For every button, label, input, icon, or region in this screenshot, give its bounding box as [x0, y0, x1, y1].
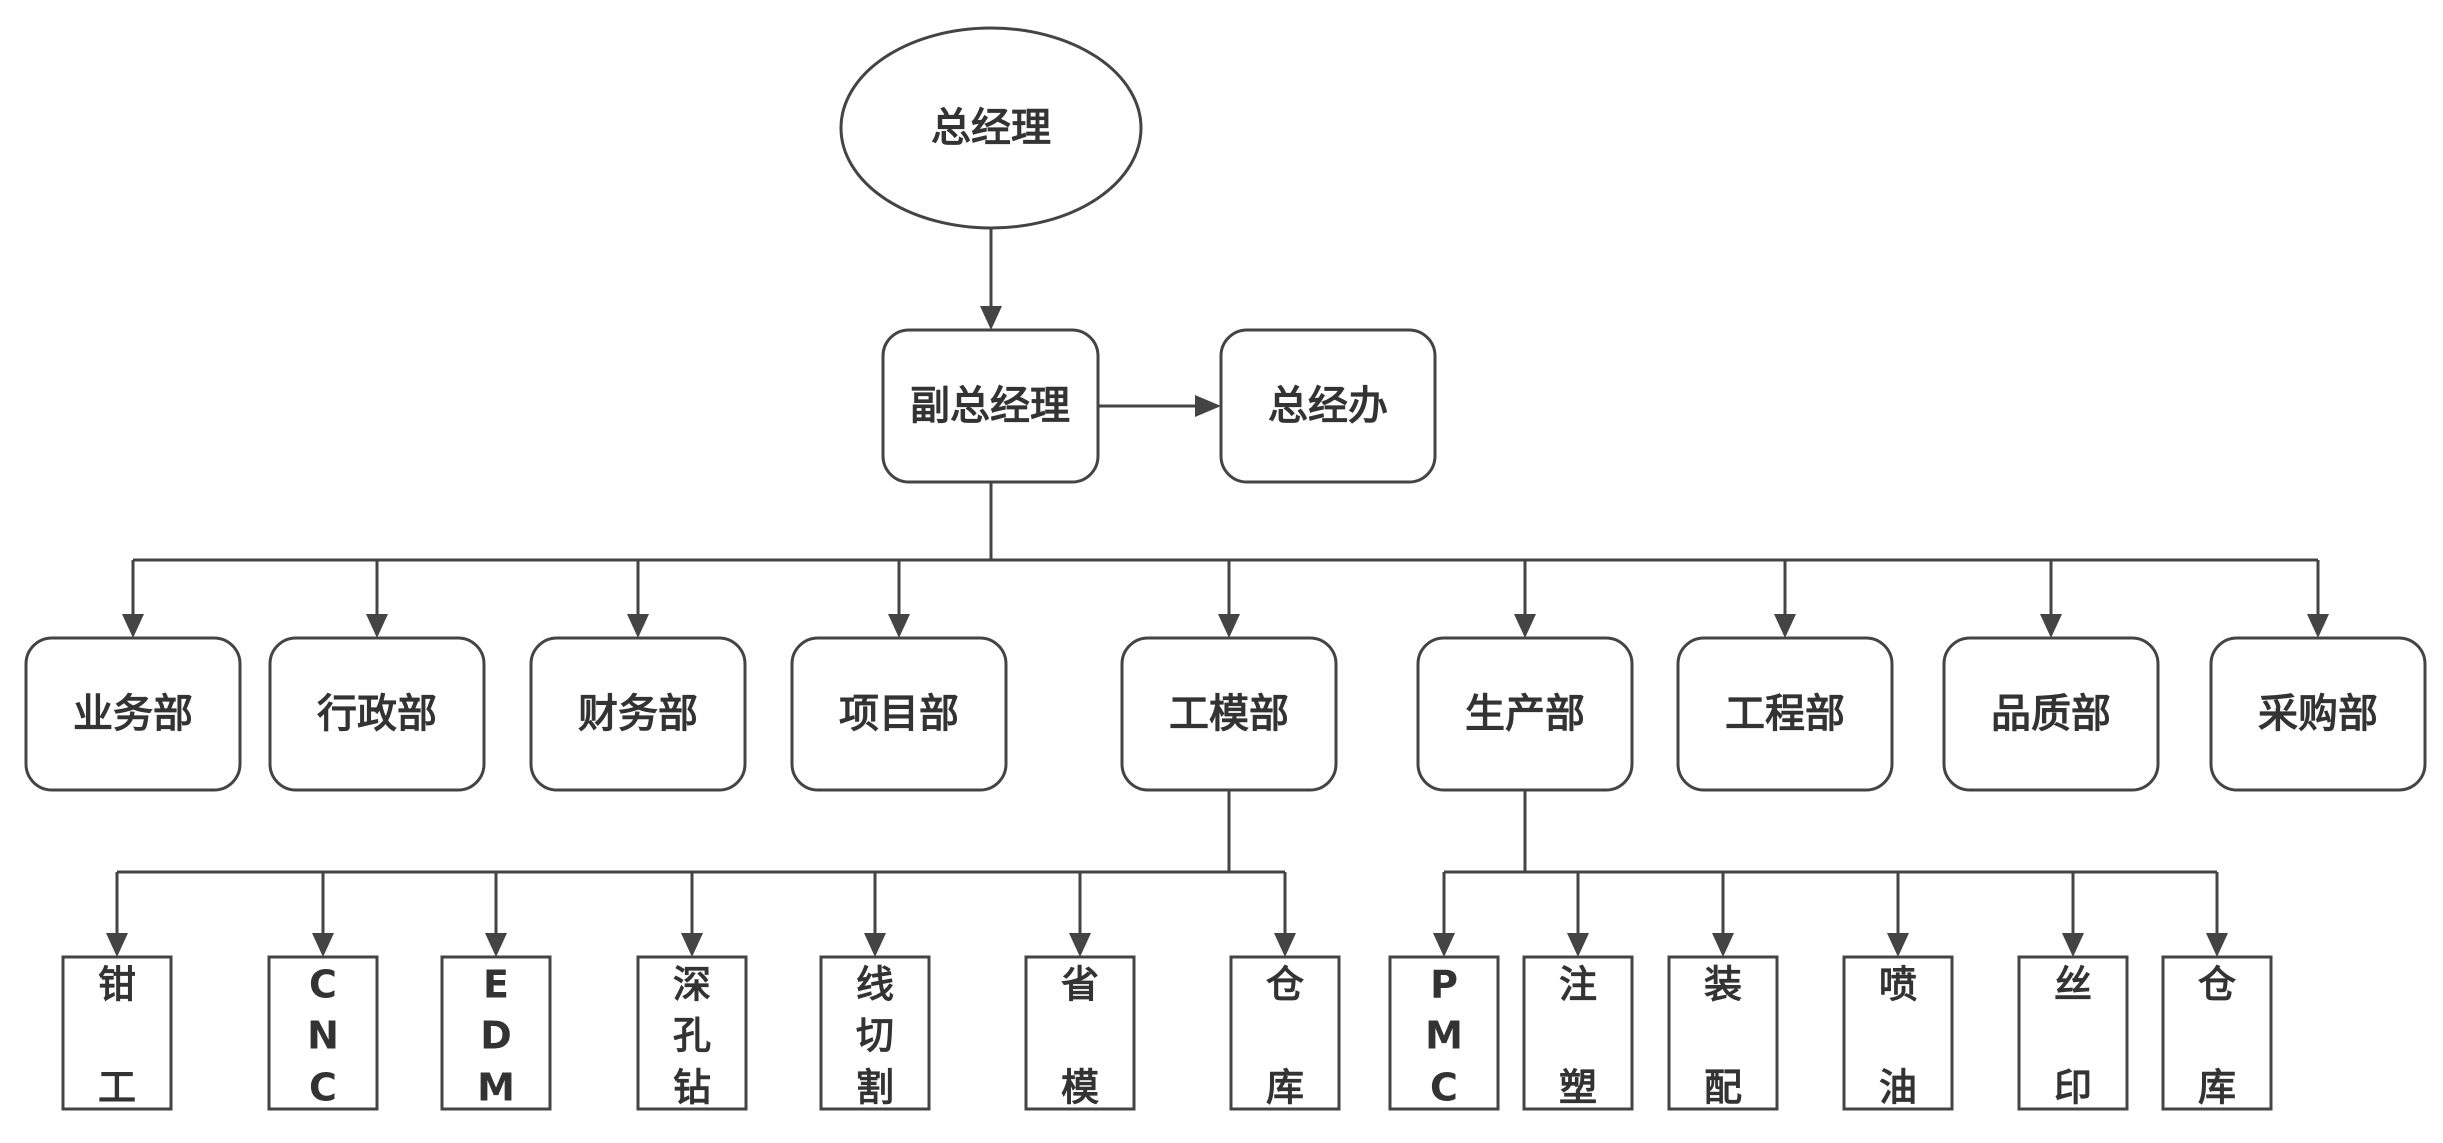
department-node: 行政部 — [268, 636, 486, 792]
department-label: 行政部 — [317, 691, 437, 737]
department-arrow — [122, 614, 144, 638]
tooling-unit-char: C — [309, 963, 337, 1007]
production-arrow — [1433, 933, 1455, 957]
tooling-unit-char: C — [309, 1066, 337, 1110]
department-arrow — [627, 614, 649, 638]
tooling-unit-char: N — [307, 1014, 339, 1058]
department-arrow — [366, 614, 388, 638]
tooling-unit: CNC — [267, 955, 379, 1111]
tooling-unit-char: 孔 — [673, 1014, 711, 1058]
tooling-unit-char: 线 — [856, 963, 894, 1007]
deputy-label: 副总经理 — [910, 383, 1070, 429]
production-arrow — [2062, 933, 2084, 957]
tooling-unit: 仓库 — [1229, 955, 1341, 1111]
ceo-label: 总经理 — [931, 105, 1051, 151]
office-node: 总经办 — [1219, 328, 1437, 484]
department-arrow — [2307, 614, 2329, 638]
tooling-arrow — [1069, 933, 1091, 957]
ceo-to-deputy-arrow — [980, 306, 1002, 330]
tooling-unit: 钳工 — [61, 955, 173, 1111]
department-label: 工模部 — [1169, 691, 1289, 737]
production-unit-char: 喷 — [1879, 963, 1917, 1007]
department-row: 业务部 行政部 财务部 项目部 工模部 生产部 工程部 品质部 采购部 — [24, 636, 2427, 792]
production-arrow — [1567, 933, 1589, 957]
deputy-node: 副总经理 — [881, 328, 1100, 484]
department-label: 生产部 — [1465, 691, 1585, 737]
production-unit-char: 塑 — [1559, 1066, 1597, 1110]
production-arrow — [1712, 933, 1734, 957]
tooling-arrow — [485, 933, 507, 957]
connectors — [106, 228, 2329, 957]
tooling-unit: 线切割 — [819, 955, 931, 1111]
production-unit-char: 注 — [1559, 963, 1597, 1007]
tooling-unit-char: E — [483, 963, 509, 1007]
production-unit-char: 印 — [2054, 1066, 2092, 1110]
production-unit-char: C — [1430, 1066, 1458, 1110]
department-label: 工程部 — [1725, 691, 1845, 737]
department-label: 采购部 — [2258, 691, 2378, 737]
tooling-unit-char: 割 — [856, 1066, 894, 1110]
tooling-arrow — [1274, 933, 1296, 957]
department-node: 采购部 — [2209, 636, 2427, 792]
department-node: 项目部 — [790, 636, 1008, 792]
department-arrow — [888, 614, 910, 638]
tooling-unit-char: 切 — [856, 1014, 894, 1058]
tooling-unit-char: D — [480, 1014, 512, 1058]
tooling-unit-char: 深 — [673, 963, 711, 1007]
tooling-unit-char: 钻 — [673, 1066, 711, 1110]
department-node: 财务部 — [529, 636, 747, 792]
production-unit: 仓库 — [2161, 955, 2273, 1111]
department-arrow — [1218, 614, 1240, 638]
department-node: 工模部 — [1120, 636, 1338, 792]
tooling-unit-char: 工 — [98, 1066, 136, 1110]
department-node: 生产部 — [1416, 636, 1634, 792]
production-unit-char: 库 — [2198, 1066, 2236, 1110]
department-arrow — [2040, 614, 2062, 638]
department-label: 财务部 — [578, 691, 698, 737]
ceo-node: 总经理 — [839, 26, 1143, 230]
production-arrow — [2206, 933, 2228, 957]
department-label: 项目部 — [839, 691, 959, 737]
office-label: 总经办 — [1268, 383, 1388, 429]
tooling-unit: 深孔钻 — [636, 955, 748, 1111]
department-arrow — [1514, 614, 1536, 638]
department-arrow — [1774, 614, 1796, 638]
tooling-unit-char: 库 — [1266, 1066, 1304, 1110]
department-label: 品质部 — [1991, 691, 2111, 737]
tooling-arrow — [864, 933, 886, 957]
production-unit-char: 仓 — [2198, 963, 2237, 1007]
department-node: 品质部 — [1942, 636, 2160, 792]
tooling-unit: 省模 — [1024, 955, 1136, 1111]
department-label: 业务部 — [73, 691, 193, 737]
tooling-arrow — [312, 933, 334, 957]
production-unit-char: M — [1425, 1014, 1463, 1058]
deputy-to-office-arrow — [1195, 395, 1221, 417]
production-unit-char: 油 — [1879, 1066, 1917, 1110]
production-unit: PMC — [1388, 955, 1500, 1111]
tooling-unit: EDM — [440, 955, 552, 1111]
production-unit: 装配 — [1667, 955, 1779, 1111]
tooling-unit-char: 仓 — [1266, 963, 1305, 1007]
tooling-arrow — [106, 933, 128, 957]
tooling-unit-char: 模 — [1061, 1066, 1099, 1110]
production-unit-char: 丝 — [2054, 963, 2092, 1007]
department-node: 业务部 — [24, 636, 242, 792]
production-unit: 注塑 — [1522, 955, 1634, 1111]
production-unit-char: 装 — [1704, 963, 1742, 1007]
production-unit-char: P — [1430, 963, 1458, 1007]
production-unit-char: 配 — [1704, 1066, 1742, 1110]
department-node: 工程部 — [1676, 636, 1894, 792]
tooling-unit-char: 省 — [1061, 963, 1099, 1007]
production-arrow — [1887, 933, 1909, 957]
production-unit: 喷油 — [1842, 955, 1954, 1111]
tooling-unit-char: M — [477, 1066, 515, 1110]
tooling-unit-char: 钳 — [98, 963, 136, 1007]
production-unit: 丝印 — [2017, 955, 2129, 1111]
tooling-arrow — [681, 933, 703, 957]
